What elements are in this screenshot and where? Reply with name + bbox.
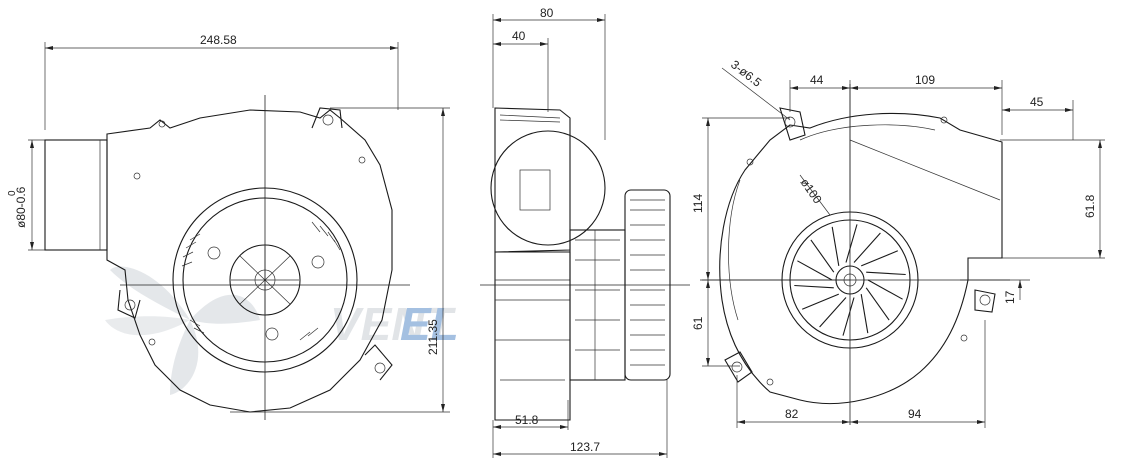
dim-side-123-7: 123.7 — [570, 440, 600, 454]
dim-inlet-tol: 0 — [7, 190, 18, 196]
dim-inlet-dia: ø80-0.6 — [14, 186, 28, 228]
dim-rear-44: 44 — [810, 73, 824, 87]
watermark-vent: VENT — [330, 298, 457, 350]
dim-front-height: 211.35 — [426, 319, 440, 355]
dim-rear-82: 82 — [785, 407, 799, 421]
watermark-fan-icon — [105, 266, 260, 395]
dim-rear-61: 61 — [691, 316, 705, 330]
dim-rear-94: 94 — [908, 407, 922, 421]
dim-side-40: 40 — [512, 29, 526, 43]
watermark-el: EL — [400, 298, 459, 350]
impeller-blade — [831, 226, 840, 266]
impeller-blade — [810, 239, 835, 273]
dim-front-width: 248.58 — [200, 33, 237, 47]
impeller-blade — [842, 297, 855, 336]
dim-rear-114: 114 — [691, 194, 705, 213]
dim-rear-17: 17 — [1003, 290, 1017, 304]
impeller-blade — [801, 293, 840, 310]
impeller-blade — [866, 271, 906, 276]
impeller-blade — [845, 224, 858, 263]
dim-rear-109: 109 — [915, 73, 935, 87]
dim-rear-45: 45 — [1030, 95, 1044, 109]
rear-view: 3-ø6.5 44 109 45 114 61 — [691, 57, 1105, 428]
front-view: 248.58 211.35 ø80-0.6 0 — [7, 33, 450, 420]
dim-side-80: 80 — [540, 6, 554, 20]
dim-rear-61-8: 61.8 — [1083, 194, 1097, 218]
side-view: 80 40 — [480, 6, 690, 458]
impeller-blade — [794, 284, 834, 289]
impeller-blade — [819, 297, 847, 328]
dim-holes: 3-ø6.5 — [728, 57, 764, 90]
watermark: VENT EL — [105, 266, 459, 395]
impeller-blade — [860, 250, 899, 267]
dim-rear-impeller: ø100 — [798, 176, 825, 207]
impeller-blade — [867, 279, 903, 300]
impeller-blade — [797, 260, 833, 281]
impeller-blade — [853, 232, 881, 263]
impeller-blade — [865, 287, 890, 321]
impeller-blade — [860, 294, 869, 334]
dim-side-51-8: 51.8 — [515, 413, 539, 427]
impeller-blades — [794, 224, 906, 336]
